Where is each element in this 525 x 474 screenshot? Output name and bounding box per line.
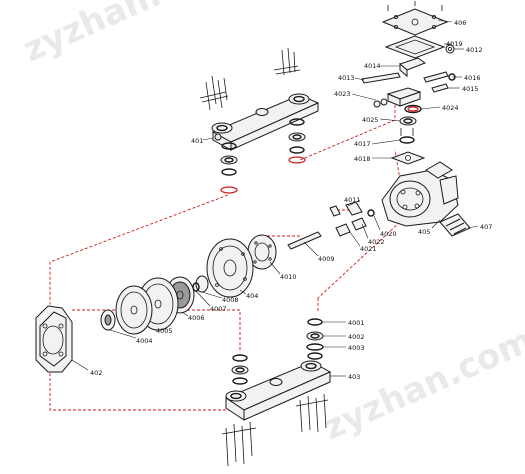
label-402: 402	[90, 369, 102, 377]
gasket-4018	[390, 151, 426, 165]
label-4010: 4010	[280, 273, 297, 281]
shaft-4013	[361, 72, 401, 84]
left-chamber-402	[35, 305, 73, 373]
label-4025: 4025	[362, 116, 379, 124]
lower-orings-left	[231, 354, 249, 385]
label-4003: 4003	[348, 344, 365, 352]
label-4021: 4021	[360, 245, 377, 253]
top-manifold-401	[211, 93, 320, 151]
center-body-405	[381, 161, 459, 227]
diaphragm-404	[206, 238, 254, 298]
muffler-407	[439, 213, 471, 237]
assembly-guide-lines	[49, 100, 401, 411]
label-4002: 4002	[348, 333, 365, 341]
label-4009: 4009	[318, 255, 335, 263]
top-bolts-left	[199, 75, 229, 111]
oring-4024	[404, 104, 422, 114]
label-4008: 4008	[222, 296, 239, 304]
diaphragm-4004	[115, 285, 153, 335]
label-4006: 4006	[188, 314, 205, 322]
air-valve-cover-406	[381, 1, 449, 36]
label-4023: 4023	[334, 90, 351, 98]
label-4017: 4017	[354, 140, 371, 148]
shaft-4009	[287, 231, 322, 250]
label-4016: 4016	[464, 74, 481, 82]
label-407: 407	[480, 223, 492, 231]
label-403: 403	[348, 373, 360, 381]
label-4012: 4012	[466, 46, 483, 54]
label-4007: 4007	[210, 305, 227, 313]
top-orings-right	[288, 118, 306, 164]
label-405: 405	[418, 228, 430, 236]
label-4018: 4018	[354, 155, 371, 163]
plate-4017	[399, 128, 415, 144]
label-404: 404	[246, 292, 258, 300]
part-labels: 406 4019 4012 4014 4013 4016 4015 4023 4…	[90, 19, 492, 381]
top-bolts-right	[273, 47, 301, 76]
top-orings-left	[220, 142, 238, 194]
shaft-parts-4011	[329, 201, 375, 237]
label-4013: 4013	[338, 74, 355, 82]
valve-block-4023	[373, 87, 422, 108]
label-4001: 4001	[348, 319, 365, 327]
watermark-top-left: zyzhan.com	[17, 0, 239, 70]
label-4015: 4015	[462, 85, 479, 93]
label-406: 406	[454, 19, 466, 27]
bushing-4025	[399, 116, 417, 126]
label-4019: 4019	[446, 40, 463, 48]
bottom-manifold-403	[224, 360, 332, 421]
bushing-4015	[431, 83, 449, 93]
label-4024: 4024	[442, 104, 459, 112]
label-4004: 4004	[136, 337, 153, 345]
label-4022: 4022	[368, 238, 385, 246]
label-4014: 4014	[364, 62, 381, 70]
bottom-bolts-right	[295, 393, 329, 433]
bottom-bolts-left	[221, 421, 257, 467]
label-401: 401	[191, 137, 203, 145]
label-4020: 4020	[380, 230, 397, 238]
plug-4012	[445, 44, 455, 54]
seal-4016	[423, 71, 456, 83]
spool-4014	[399, 57, 427, 78]
gasket-4019	[384, 35, 446, 59]
label-4011: 4011	[344, 196, 361, 204]
lower-orings-right	[306, 318, 324, 360]
inner-plate	[100, 309, 116, 331]
label-4005: 4005	[156, 327, 173, 335]
leader-lines	[71, 19, 479, 377]
